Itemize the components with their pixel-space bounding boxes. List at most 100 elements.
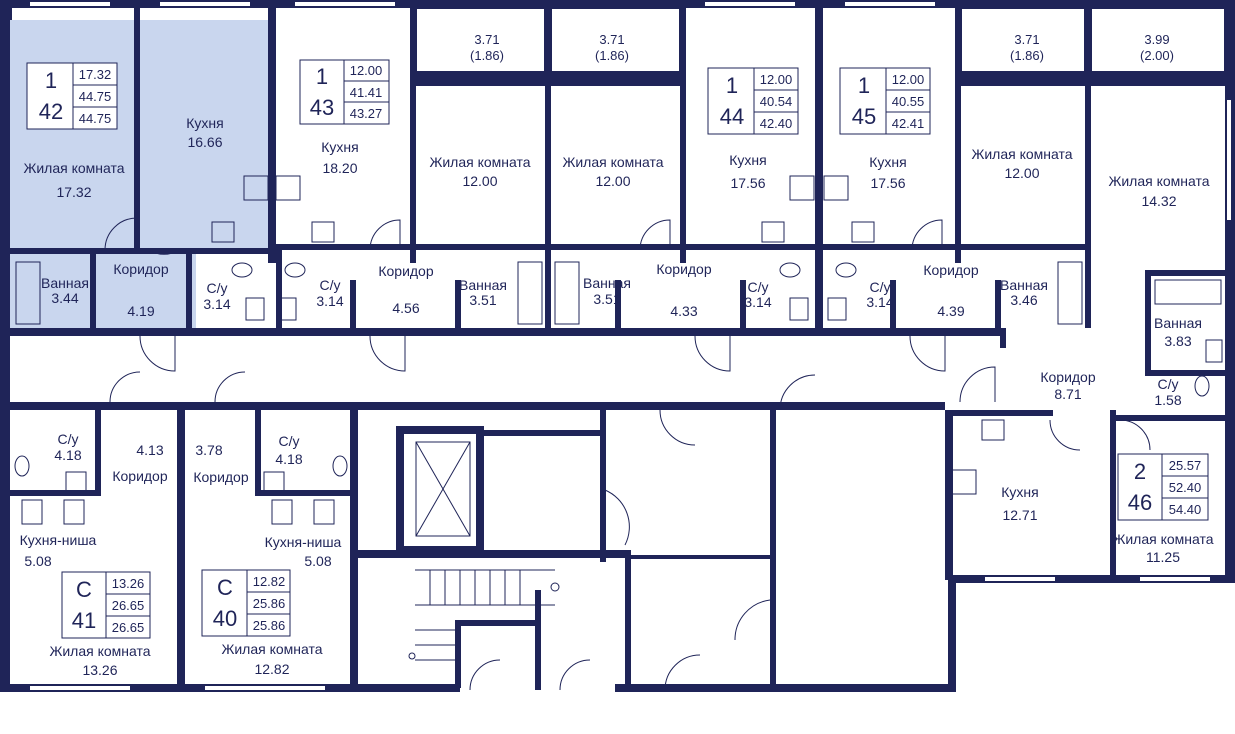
room-area: 12.00	[462, 173, 497, 189]
apartment-value: 25.57	[1169, 458, 1202, 473]
room-name: С/у	[279, 433, 300, 449]
room-area: 3.78	[195, 442, 222, 458]
stairs	[408, 569, 560, 661]
apartment-value: 44.75	[79, 111, 112, 126]
apartment-value: 12.00	[760, 72, 793, 87]
fixtures	[14, 175, 1223, 525]
door-swings	[104, 217, 1151, 691]
balcony-labels: 3.71 (1.86) 3.71 (1.86) 3.71 (1.86) 3.99…	[470, 32, 1174, 63]
balcony-sub: (2.00)	[1140, 48, 1174, 63]
apartment-rooms: С	[76, 577, 92, 602]
apartment-box-46: 2 46 25.57 52.40 54.40	[1117, 453, 1209, 521]
room-name: С/у	[320, 277, 341, 293]
room-name: Коридор	[378, 263, 434, 279]
apartment-rooms: 1	[45, 68, 57, 93]
room-area: 3.14	[866, 294, 893, 310]
apartment-rooms: 2	[1134, 459, 1146, 484]
room-area: 4.19	[127, 303, 154, 319]
room-area: 16.66	[187, 134, 222, 150]
balcony-sub: (1.86)	[1010, 48, 1044, 63]
apartment-value: 26.65	[112, 620, 145, 635]
room-name: Жилая комната	[49, 643, 150, 659]
room-area: 12.00	[1004, 165, 1039, 181]
apartment-number: 44	[720, 104, 744, 129]
apartment-value: 26.65	[112, 598, 145, 613]
apartment-value: 12.00	[892, 72, 925, 87]
room-area: 12.82	[254, 661, 289, 677]
room-name: Жилая комната	[221, 641, 322, 657]
apartment-value: 12.00	[350, 63, 383, 78]
room-area: 12.71	[1002, 507, 1037, 523]
room-area: 14.32	[1141, 193, 1176, 209]
apartment-value: 43.27	[350, 106, 383, 121]
apartment-rooms: С	[217, 575, 233, 600]
elevator-shaft	[415, 441, 471, 537]
room-name: Кухня	[1001, 484, 1038, 500]
balcony-sub: (1.86)	[470, 48, 504, 63]
room-area: 3.14	[203, 296, 230, 312]
balcony-area: 3.71	[474, 32, 499, 47]
apartment-value: 42.40	[760, 116, 793, 131]
room-area: 17.56	[730, 175, 765, 191]
room-area: 8.71	[1054, 386, 1081, 402]
room-area: 4.33	[670, 303, 697, 319]
room-name: С/у	[207, 280, 228, 296]
room-name: Жилая комната	[971, 146, 1072, 162]
apartment-box-45: 1 45 12.00 40.55 42.41	[839, 67, 931, 135]
room-labels: Жилая комната 17.32 Кухня 16.66 Ванная 3…	[20, 115, 1214, 678]
interior-walls	[6, 7, 1226, 692]
room-name: Ванная	[1154, 315, 1202, 331]
apartment-box-44: 1 44 12.00 40.54 42.40	[707, 67, 799, 135]
room-area: 4.18	[275, 451, 302, 467]
room-name: Жилая комната	[429, 154, 530, 170]
apartment-number: 43	[310, 95, 334, 120]
room-name: Коридор	[1040, 369, 1096, 385]
room-area: 4.13	[136, 442, 163, 458]
apartment-box-43: 1 43 12.00 41.41 43.27	[299, 59, 390, 125]
apartment-number: 46	[1128, 490, 1152, 515]
room-name: Коридор	[656, 261, 712, 277]
apartment-value: 25.86	[253, 618, 286, 633]
apartment-number: 41	[72, 608, 96, 633]
apartment-box-41: С 41 13.26 26.65 26.65	[61, 571, 151, 639]
room-name: Жилая комната	[23, 160, 124, 176]
room-area: 3.51	[469, 292, 496, 308]
apartment-value: 40.55	[892, 94, 925, 109]
room-name: Жилая комната	[1112, 531, 1213, 547]
room-name: С/у	[870, 279, 891, 295]
apartment-value: 42.41	[892, 116, 925, 131]
balcony-area: 3.99	[1144, 32, 1169, 47]
room-name: Кухня-ниша	[20, 532, 97, 548]
room-name: С/у	[1158, 376, 1179, 392]
apartment-box-42: 1 42 17.32 44.75 44.75	[26, 62, 118, 130]
room-name: Жилая комната	[562, 154, 663, 170]
room-name: Жилая комната	[1108, 173, 1209, 189]
room-area: 3.51	[593, 291, 620, 307]
room-area: 5.08	[24, 553, 51, 569]
apartment-value: 13.26	[112, 576, 145, 591]
balcony-area: 3.71	[599, 32, 624, 47]
apartment-value: 41.41	[350, 85, 383, 100]
room-name: Кухня	[869, 154, 906, 170]
room-name: Кухня	[321, 139, 358, 155]
room-area: 1.58	[1154, 392, 1181, 408]
room-name: Ванная	[41, 275, 89, 291]
room-area: 3.14	[316, 293, 343, 309]
room-name: Коридор	[113, 261, 169, 277]
apartment-value: 54.40	[1169, 502, 1202, 517]
room-area: 11.25	[1146, 549, 1180, 565]
room-area: 3.14	[744, 294, 771, 310]
balcony-sub: (1.86)	[595, 48, 629, 63]
room-area: 12.00	[595, 173, 630, 189]
room-area: 3.83	[1164, 333, 1191, 349]
apartment-rooms: 1	[726, 73, 738, 98]
room-area: 5.08	[304, 553, 331, 569]
room-name: Кухня	[186, 115, 223, 131]
room-area: 17.32	[56, 184, 91, 200]
apartment-rooms: 1	[858, 73, 870, 98]
apartment-value: 40.54	[760, 94, 793, 109]
apartment-value: 25.86	[253, 596, 286, 611]
room-area: 3.44	[51, 290, 78, 306]
room-name: Ванная	[583, 275, 631, 291]
